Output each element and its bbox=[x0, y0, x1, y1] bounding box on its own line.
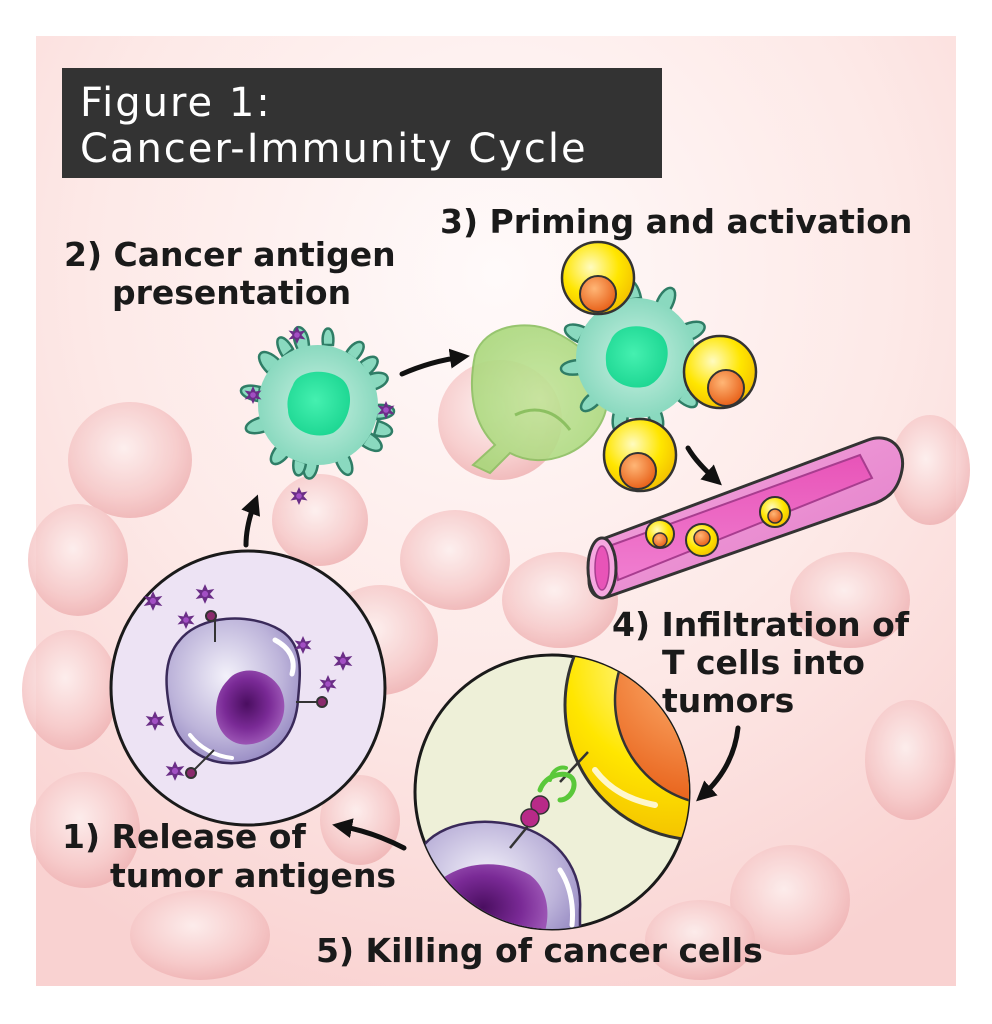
step-4-label-line-3: tumors bbox=[662, 681, 794, 720]
cancer-cell-nucleus bbox=[216, 670, 285, 745]
curved-arrow-icon bbox=[399, 348, 470, 377]
figure-title: Figure 1: Cancer-Immunity Cycle bbox=[62, 68, 662, 178]
cycle-arrows bbox=[241, 348, 741, 851]
title-box bbox=[62, 68, 662, 178]
curved-arrow-icon bbox=[685, 445, 722, 486]
curved-arrow-icon bbox=[696, 725, 741, 802]
dc-nucleus bbox=[287, 371, 351, 436]
tumor-antigen-release-circle bbox=[109, 549, 387, 827]
receptor-binding bbox=[509, 751, 589, 849]
step-2-label-line-1: 2) Cancer antigen bbox=[64, 235, 396, 274]
blood-vessel bbox=[586, 436, 905, 600]
curved-arrow-icon bbox=[241, 494, 261, 548]
step-5-label: 5) Killing of cancer cells bbox=[316, 931, 763, 970]
step-4-label-line-1: 4) Infiltration of bbox=[612, 605, 910, 644]
title-line-2: Cancer-Immunity Cycle bbox=[80, 126, 588, 172]
step-4-label-line-2: T cells into bbox=[662, 643, 865, 682]
curved-arrow-icon bbox=[332, 818, 407, 851]
step-2-label-line-2: presentation bbox=[112, 273, 351, 312]
t-cell-zoomed bbox=[563, 655, 689, 842]
title-line-1: Figure 1: bbox=[80, 80, 272, 126]
step-3-label: 3) Priming and activation bbox=[440, 202, 912, 241]
vessel-t-cells bbox=[645, 496, 791, 557]
step-1-label-line-2: tumor antigens bbox=[110, 856, 396, 895]
t-cells-activated bbox=[560, 240, 758, 493]
